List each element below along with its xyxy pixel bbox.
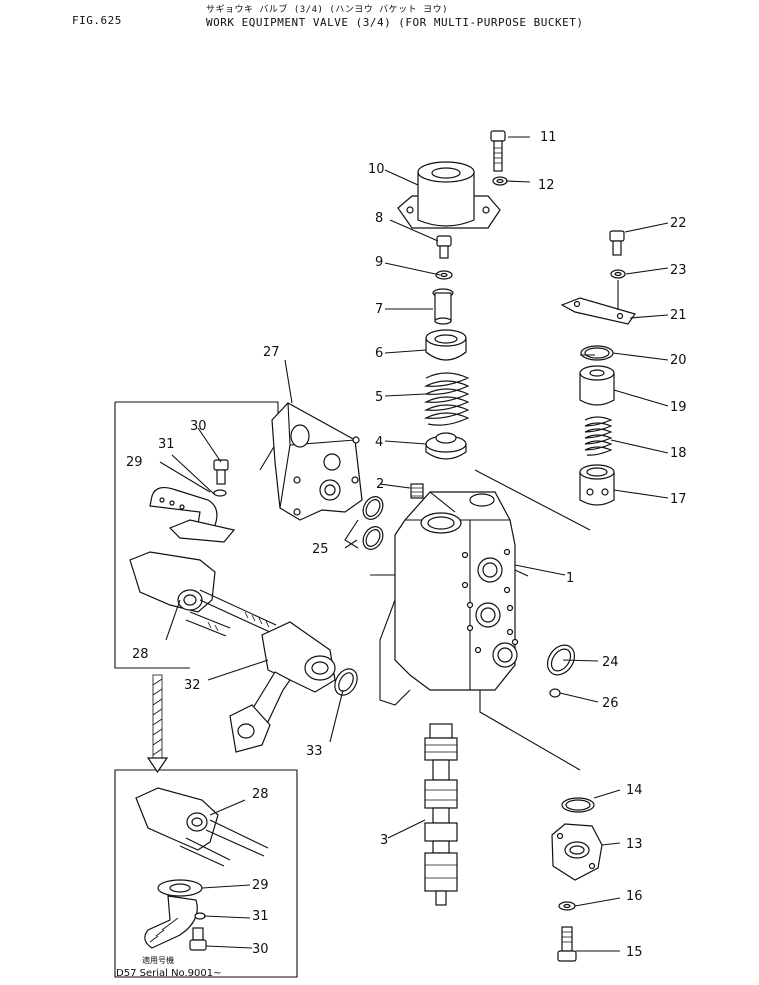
part-oring-33 [334, 668, 358, 696]
callout-3: 3 [380, 833, 388, 848]
callout-12: 12 [538, 178, 555, 193]
callout-20: 20 [670, 353, 687, 368]
part-piston-19 [579, 365, 615, 406]
serial-number: D57 Serial No.9001~ [116, 968, 222, 979]
serial-label-japanese: 適用号機 [142, 956, 174, 965]
callout-25: 25 [312, 542, 329, 557]
part-bolt-15 [557, 926, 577, 962]
callout-11: 11 [540, 130, 557, 145]
part-bolt-22 [609, 230, 625, 256]
callout-7: 7 [375, 302, 383, 317]
callout-18: 18 [670, 446, 687, 461]
callout-28-upper: 28 [132, 647, 149, 662]
callout-16: 16 [626, 889, 643, 904]
title-japanese: サギョウキ バルブ (3/4) (ハンヨウ バケット ヨウ) [206, 5, 449, 15]
part-cover-10 [397, 161, 501, 229]
part-bolt-11 [490, 130, 506, 172]
part-cover-27 [271, 402, 363, 521]
part-valve-body-1 [379, 491, 519, 706]
part-spool-3 [424, 723, 458, 906]
callout-1: 1 [566, 571, 574, 586]
figure-title: WORK EQUIPMENT VALVE (3/4) (FOR MULTI-PU… [206, 16, 584, 29]
part-flange-29-lower [157, 879, 203, 897]
part-oring-14 [561, 797, 595, 813]
callout-21: 21 [670, 308, 687, 323]
part-washer-12 [492, 176, 508, 186]
part-washer-31-upper [213, 489, 227, 497]
callout-9: 9 [375, 255, 383, 270]
part-washer-31-lower [194, 912, 206, 920]
part-oring-24 [546, 644, 576, 676]
part-plate-21 [560, 297, 636, 325]
part-retainer-6 [425, 329, 467, 361]
part-bolt-30-upper [213, 459, 229, 485]
callout-14: 14 [626, 783, 643, 798]
callout-31-lower: 31 [252, 909, 269, 924]
part-sleeve-17 [579, 464, 615, 506]
callout-32: 32 [184, 678, 201, 693]
callout-29-lower: 29 [252, 878, 269, 893]
callout-22: 22 [670, 216, 687, 231]
callout-24: 24 [602, 655, 619, 670]
part-washer-9 [435, 270, 453, 280]
callout-15: 15 [626, 945, 643, 960]
leader-lines-valve [370, 469, 591, 771]
callout-27: 27 [263, 345, 280, 360]
callout-8: 8 [375, 211, 383, 226]
part-elbow-lower [144, 895, 198, 949]
part-spring-5 [423, 372, 470, 426]
figure-number: FIG.625 [72, 14, 122, 27]
part-bolt-30-lower [189, 927, 207, 951]
callout-leaders [159, 136, 669, 952]
part-pin-7 [432, 288, 454, 325]
part-oring-26 [549, 688, 561, 698]
callout-4: 4 [375, 435, 383, 450]
part-retainer-4 [425, 432, 467, 460]
callout-31-upper: 31 [158, 437, 175, 452]
callout-26: 26 [602, 696, 619, 711]
inset-box-lower [114, 769, 298, 978]
part-washer-23 [610, 269, 626, 279]
callout-13: 13 [626, 837, 643, 852]
part-elbow-29-upper [149, 486, 236, 543]
callout-10: 10 [368, 162, 385, 177]
part-washer-16 [558, 901, 576, 911]
part-block-28-lower [135, 787, 269, 867]
part-flange-13 [551, 823, 603, 881]
part-block-28-upper [129, 551, 277, 637]
callout-33: 33 [306, 744, 323, 759]
callout-17: 17 [670, 492, 687, 507]
hatched-arrow [146, 674, 169, 774]
part-bolt-8 [436, 235, 452, 259]
part-pipe-32 [229, 621, 336, 753]
callout-2: 2 [376, 477, 384, 492]
callout-6: 6 [375, 346, 383, 361]
callout-28-lower: 28 [252, 787, 269, 802]
callout-23: 23 [670, 263, 687, 278]
callout-5: 5 [375, 390, 383, 405]
callout-29-upper: 29 [126, 455, 143, 470]
callout-19: 19 [670, 400, 687, 415]
part-plug-2 [410, 483, 424, 499]
callout-30-lower: 30 [252, 942, 269, 957]
part-oring-20 [580, 345, 614, 361]
part-orings-25 [344, 496, 384, 550]
callout-30-upper: 30 [190, 419, 207, 434]
part-spring-18 [584, 416, 613, 456]
